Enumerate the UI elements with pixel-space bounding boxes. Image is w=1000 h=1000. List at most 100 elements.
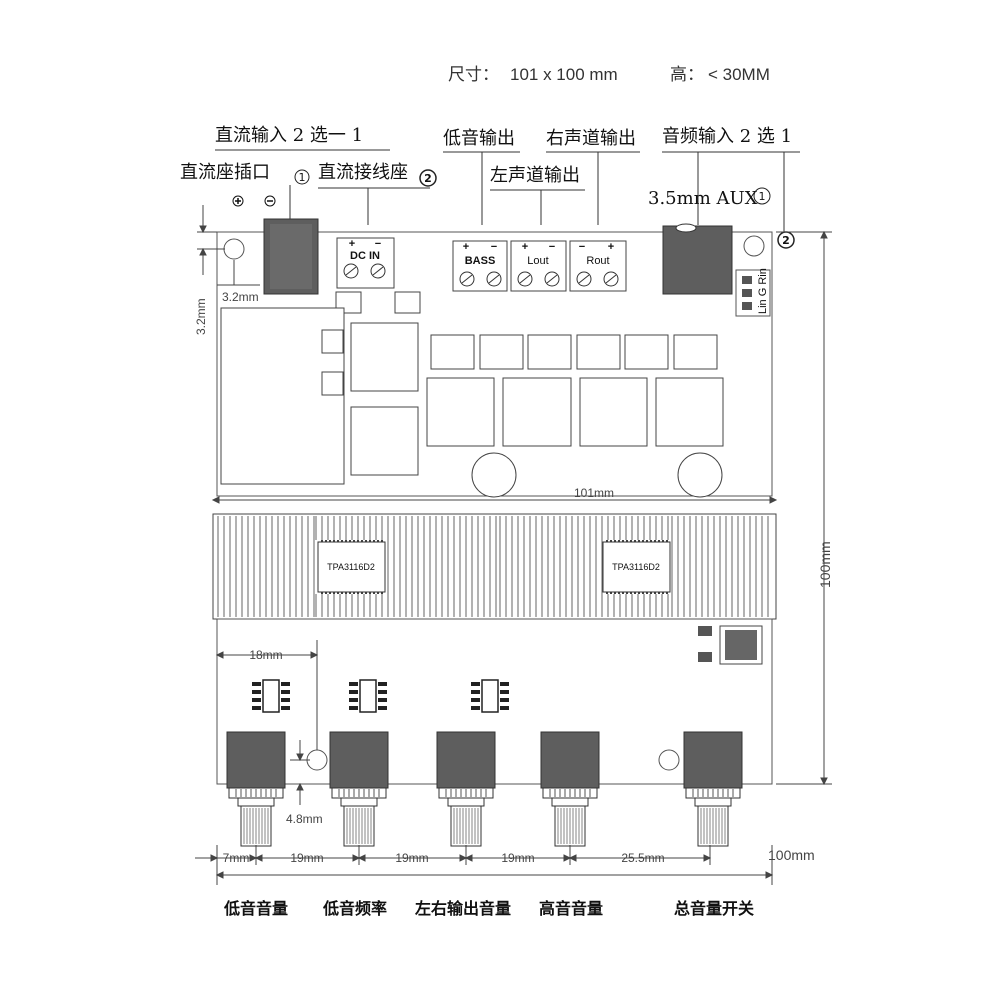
dim-19-c: 19mm (501, 851, 534, 865)
capacitor-small (430, 334, 475, 370)
smd-component (394, 291, 421, 314)
svg-text:−: − (491, 241, 497, 253)
pot-body (329, 731, 389, 789)
callout-dc-jack: 直流座插口 (180, 162, 270, 183)
smd-pad (698, 652, 712, 662)
pot-collar (340, 797, 378, 807)
dim-25-5: 25.5mm (621, 851, 664, 865)
opamp-pin (500, 706, 509, 710)
dimension-lines (195, 205, 832, 885)
callout-left-out: 左声道输出 (490, 165, 580, 186)
svg-text:−: − (579, 241, 585, 253)
aux-jack (662, 225, 733, 295)
pot-body (683, 731, 743, 789)
svg-text:+: + (463, 241, 469, 253)
opamp-pin (378, 706, 387, 710)
opamp-chips (252, 679, 509, 713)
dc-jack-inner (270, 224, 312, 289)
opamp-pin (252, 690, 261, 694)
opamp-pin (471, 706, 480, 710)
capacitor-small (576, 334, 621, 370)
opamp-pin (281, 682, 290, 686)
opamp-body (359, 679, 377, 713)
opamp-pin (252, 698, 261, 702)
circled-number-2-pins: 2 (777, 231, 795, 249)
svg-text:Rout: Rout (586, 255, 609, 267)
label-bass-frequency: 低音频率 (322, 899, 387, 918)
smd-component (321, 329, 344, 354)
pot-body (540, 731, 600, 789)
smd-pad (698, 626, 712, 636)
switch-body (725, 630, 757, 660)
dim-offset-18: 18mm (249, 648, 282, 662)
callout-audio-input-select: 音频输入 2 选 1 (662, 126, 792, 147)
circled-number-1-dcjack: 1 (294, 169, 310, 185)
inductor-block (426, 377, 495, 447)
inductor-block (502, 377, 572, 447)
opamp-body (262, 679, 280, 713)
svg-text:TPA3116D2: TPA3116D2 (612, 562, 660, 572)
callout-lines (215, 149, 800, 232)
opamp-pin (349, 698, 358, 702)
dim-hole-x: 3.2mm (222, 290, 259, 304)
dim-19-a: 19mm (290, 851, 323, 865)
svg-text:+: + (349, 238, 355, 250)
callout-bass-out: 低音输出 (443, 128, 515, 149)
mount-hole-bottom-right (658, 749, 680, 771)
pot-body (436, 731, 496, 789)
circled-number-1-aux: 1 (753, 187, 771, 205)
svg-text:+: + (608, 241, 614, 253)
opamp-pin (281, 698, 290, 702)
svg-text:1: 1 (299, 171, 306, 184)
label-master-volume-switch: 总音量开关 (674, 899, 754, 918)
aux-jack-socket (675, 223, 697, 233)
dim-total-100: 100mm (768, 847, 815, 863)
capacitor-small (527, 334, 572, 370)
size-label: 尺寸： (448, 65, 499, 84)
inductor-block (655, 377, 724, 447)
svg-text:DC IN: DC IN (350, 250, 380, 262)
lout-terminal: Lout + − (510, 240, 567, 292)
opamp-pin (281, 706, 290, 710)
height-label: 高： (670, 65, 704, 84)
pot-collar (447, 797, 485, 807)
opamp-pin (500, 690, 509, 694)
plus-icon (232, 195, 244, 207)
svg-text:−: − (375, 238, 381, 250)
callout-dc-input-select: 直流输入 2 选一 1 (215, 125, 363, 146)
smd-component (321, 371, 344, 396)
opamp-pin (378, 682, 387, 686)
inductor-block (579, 377, 648, 447)
opamp-pin (281, 690, 290, 694)
svg-text:−: − (549, 241, 555, 253)
chip-tpa3116d2-left: TPA3116D2 (317, 541, 386, 593)
dim-19-b: 19mm (395, 851, 428, 865)
opamp-pin (471, 698, 480, 702)
dc-in-terminal: DC IN + − (336, 237, 395, 289)
opamp-body (481, 679, 499, 713)
chip-tpa3116d2-right: TPA3116D2 (602, 541, 671, 593)
opamp-pin (500, 698, 509, 702)
label-lr-volume: 左右输出音量 (414, 899, 511, 918)
opamp-pin (500, 682, 509, 686)
capacitor-small (673, 334, 718, 370)
minus-icon (264, 195, 276, 207)
mount-hole-top-left (223, 238, 245, 260)
svg-text:+: + (522, 241, 528, 253)
opamp-pin (349, 682, 358, 686)
opamp-pin (252, 682, 261, 686)
callout-dc-terminal: 直流接线座 (318, 162, 408, 183)
round-capacitor (471, 452, 517, 498)
dim-7: 7mm (223, 851, 250, 865)
potentiometers (226, 731, 743, 847)
opamp-pin (378, 698, 387, 702)
callout-aux: 3.5mm AUX (648, 188, 758, 209)
pot-collar (237, 797, 275, 807)
svg-text:TPA3116D2: TPA3116D2 (327, 562, 375, 572)
lin-g-rin-header: Lin G Rin (735, 268, 771, 317)
svg-text:2: 2 (424, 172, 432, 185)
svg-text:BASS: BASS (465, 255, 496, 267)
size-value: 101 x 100 mm (510, 65, 618, 84)
pot-body (226, 731, 286, 789)
